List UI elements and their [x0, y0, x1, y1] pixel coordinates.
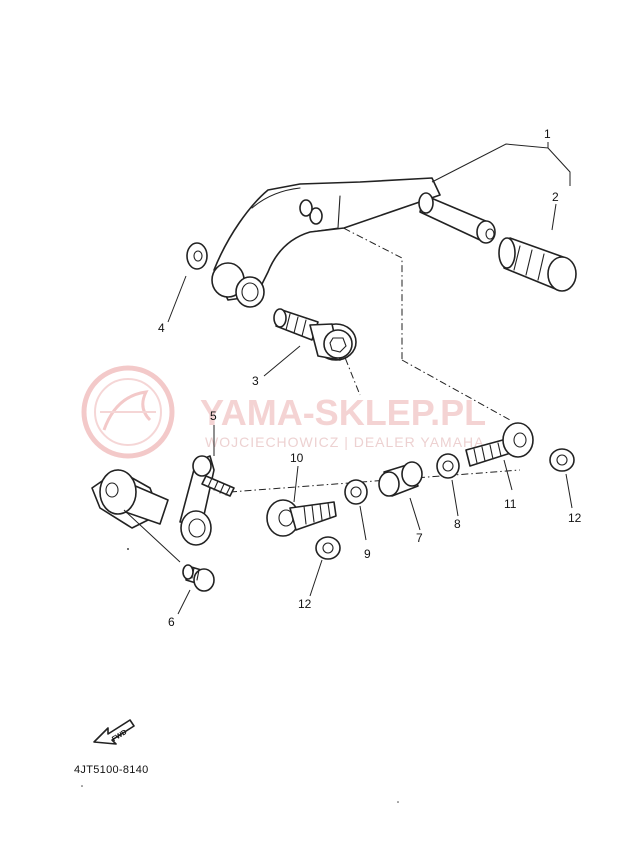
part-11-rod-end	[465, 422, 534, 467]
callout-1: 1	[544, 127, 551, 141]
scan-specks	[81, 548, 399, 803]
part-2-pedal-rubber	[498, 237, 577, 292]
callout-8: 8	[454, 517, 461, 531]
callout-7: 7	[416, 531, 423, 545]
part-9-nut	[344, 479, 368, 505]
part-12-nut-lower	[315, 536, 341, 560]
centerlines	[229, 214, 521, 493]
diagram-reference: 4JT5100-8140	[74, 764, 149, 776]
callout-12-upper: 12	[568, 511, 582, 525]
part-12-nut-upper	[549, 448, 575, 472]
watermark-logo-icon	[81, 365, 175, 459]
callout-2: 2	[552, 190, 559, 204]
callout-labels: 1 2 3 4 5 6 7 8 9 10 11 12 12	[158, 127, 582, 629]
part-4-washer	[186, 242, 208, 270]
leader-lines	[123, 142, 573, 615]
part-8-nut	[436, 453, 460, 479]
callout-4: 4	[158, 321, 165, 335]
watermark-title: YAMA-SKLEP.PL	[200, 392, 486, 433]
callout-12-lower: 12	[298, 597, 312, 611]
callout-9: 9	[364, 547, 371, 561]
part-7-rod-sleeve	[378, 461, 423, 497]
watermark: YAMA-SKLEP.PL WOJCIECHOWICZ | DEALER YAM…	[81, 365, 486, 459]
watermark-subtitle: WOJCIECHOWICZ | DEALER YAMAHA	[205, 434, 484, 450]
part-1-pedal-arm	[211, 177, 496, 308]
part-10-rod-end	[266, 499, 337, 537]
callout-11: 11	[504, 497, 517, 511]
callout-10: 10	[290, 451, 304, 465]
fwd-arrow-icon: FWD	[93, 719, 135, 745]
part-3-pivot-bolt	[273, 308, 357, 361]
callout-3: 3	[252, 374, 259, 388]
callout-6: 6	[168, 615, 175, 629]
part-5-shift-lever	[91, 455, 235, 546]
callout-5: 5	[210, 409, 217, 423]
part-6-bolt	[182, 564, 215, 592]
